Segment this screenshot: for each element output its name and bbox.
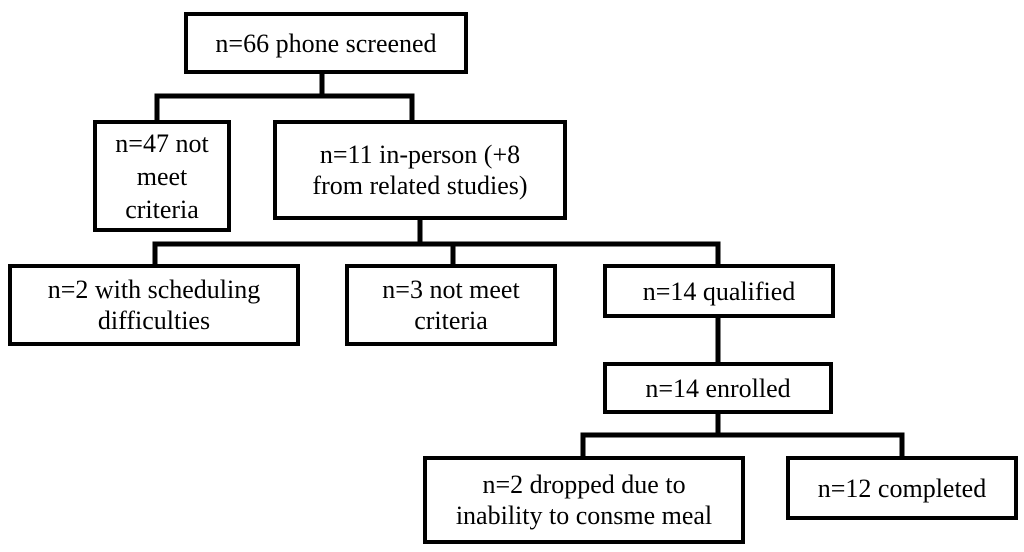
enrolled-label: n=14 enrolled	[645, 373, 791, 403]
completed-box: n=12 completed	[786, 456, 1018, 520]
qualified-box: n=14 qualified	[603, 264, 835, 318]
in-person-label: n=11 in-person (+8 from related studies)	[312, 140, 528, 200]
phone-screened-box: n=66 phone screened	[184, 12, 468, 74]
phone-screened-label: n=66 phone screened	[215, 28, 437, 58]
not-meet-criteria-phone-box: n=47 not meet criteria	[93, 120, 231, 232]
in-person-box: n=11 in-person (+8 from related studies)	[273, 120, 567, 220]
enrolled-box: n=14 enrolled	[603, 362, 833, 414]
completed-label: n=12 completed	[817, 473, 987, 503]
scheduling-difficulties-label: n=2 with scheduling difficulties	[47, 275, 261, 335]
qualified-label: n=14 qualified	[642, 276, 796, 306]
dropped-box: n=2 dropped due to inability to consme m…	[423, 456, 745, 544]
not-meet-criteria-inperson-label: n=3 not meet criteria	[382, 275, 520, 335]
scheduling-difficulties-box: n=2 with scheduling difficulties	[8, 264, 300, 346]
not-meet-criteria-inperson-box: n=3 not meet criteria	[345, 264, 557, 346]
dropped-label: n=2 dropped due to inability to consme m…	[455, 470, 713, 530]
not-meet-criteria-phone-label: n=47 not meet criteria	[115, 128, 209, 224]
